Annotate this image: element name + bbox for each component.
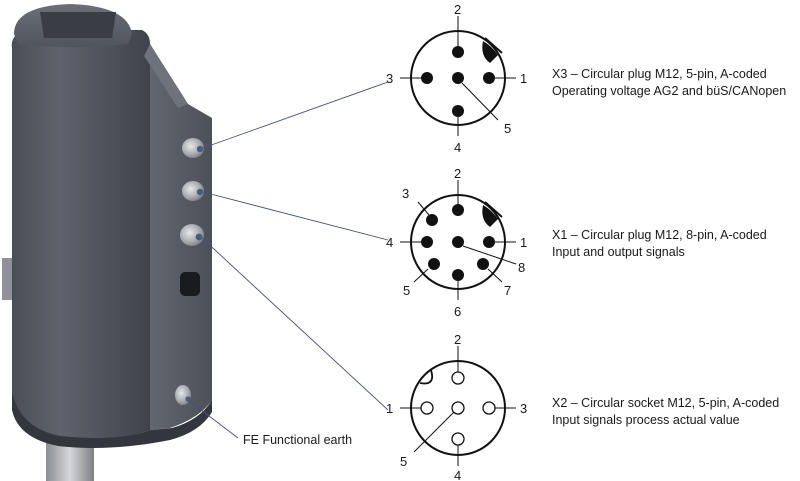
pin-7 [477,258,489,270]
pin-5 [452,72,464,84]
pin-2 [452,46,464,58]
device-knob [180,272,200,296]
pin-8 [452,236,464,248]
pin-1 [483,236,495,248]
fe-functional-earth-label: FE Functional earth [243,433,353,447]
pin-3 [426,214,438,226]
pin-label-5: 5 [400,454,407,469]
device-front-face [11,30,150,441]
pin-label-4: 4 [454,140,461,155]
connector-x2-description: X2 – Circular socket M12, 5-pin, A-coded… [552,395,779,429]
pin-3 [482,401,496,415]
pin-2 [451,371,465,385]
pin-label-2: 2 [454,166,461,181]
device-display [40,12,116,38]
connector-x3-title: X3 – Circular plug M12, 5-pin, A-coded [552,67,767,81]
fitting-x2 [180,224,204,246]
leader-line-x3 [202,81,389,149]
pin-label-3: 3 [386,71,393,86]
connector-x2-subtitle: Input signals process actual value [552,413,740,427]
pin-4 [451,432,465,446]
connector-x1: 2 3 4 1 8 5 7 6 [386,166,527,319]
fitting-x1 [182,181,204,201]
pin-5 [451,401,465,415]
pin-label-4: 4 [454,468,461,481]
pin-2 [452,204,464,216]
pin-1 [483,72,495,84]
pin-label-3: 3 [402,186,409,201]
pin-label-1: 1 [520,235,527,250]
leader-line-fe [187,399,239,439]
connector-x1-description: X1 – Circular plug M12, 8-pin, A-coded I… [552,227,767,261]
connector-x2-title: X2 – Circular socket M12, 5-pin, A-coded [552,396,780,410]
pin-4 [452,105,464,117]
pin-3 [421,72,433,84]
pin-4 [421,236,433,248]
pin-label-2: 2 [454,2,461,17]
connector-x3-description: X3 – Circular plug M12, 5-pin, A-coded O… [552,66,786,100]
pin-label-6: 6 [454,304,461,319]
pin-5 [428,258,440,270]
pin-label-7: 7 [504,283,511,298]
pin-label-5: 5 [403,283,410,298]
connector-x2: 2 1 3 4 5 [386,332,527,481]
fitting-x3 [182,138,204,158]
pin-1 [420,401,434,415]
pin-label-1: 1 [386,401,393,416]
leader-line-x1 [202,191,389,241]
connector-x3-subtitle: Operating voltage AG2 and büS/CANopen [552,84,787,98]
pin-label-3: 3 [520,401,527,416]
pin-label-1: 1 [520,71,527,86]
connector-x1-subtitle: Input and output signals [552,245,685,259]
connector-x1-title: X1 – Circular plug M12, 8-pin, A-coded [552,228,767,242]
device-housing [2,4,212,481]
connector-x3: 2 3 1 4 5 [386,2,527,155]
leader-line-x2 [201,237,389,411]
pin-6 [452,269,464,281]
pin-label-5: 5 [504,121,511,136]
pin-label-8: 8 [518,260,525,275]
pin-label-4: 4 [386,235,393,250]
fitting-fe [175,385,191,405]
leader-lines [187,81,389,439]
pin-label-2: 2 [454,332,461,347]
